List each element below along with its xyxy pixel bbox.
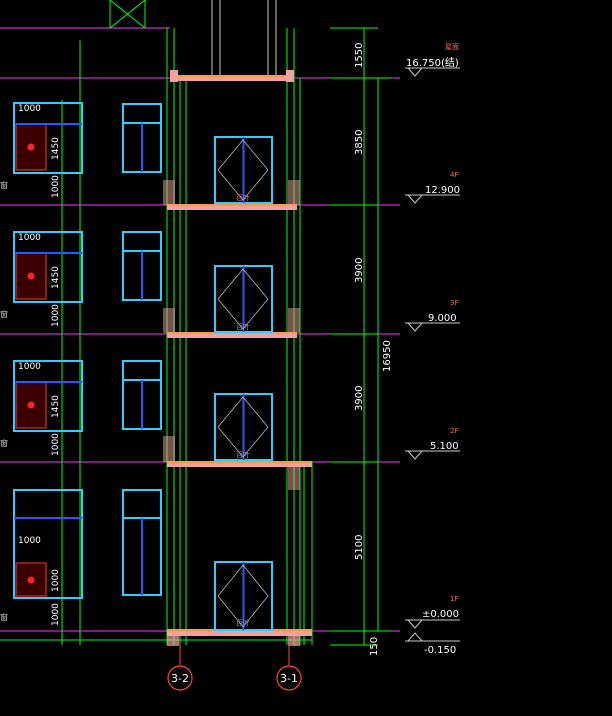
level-name: 3F xyxy=(450,299,458,307)
dim-seg-4f: 3850 xyxy=(354,130,365,155)
window-width-label: 1000 xyxy=(18,536,41,546)
window-height-label: 1450 xyxy=(51,266,61,289)
axis-bubbles: 3-2 3-1 xyxy=(167,645,302,691)
axis-label: 3-1 xyxy=(280,672,298,685)
door-tag: 百叶 xyxy=(236,193,250,202)
left-window-3f xyxy=(13,231,83,303)
level-marker-3f: 3F 9.000 xyxy=(405,299,460,332)
floor-slabs xyxy=(163,70,312,646)
door-4f xyxy=(214,136,273,204)
dim-seg-2f: 3900 xyxy=(354,386,365,411)
left-note: 窗 xyxy=(0,438,8,448)
dimension-lines xyxy=(330,27,392,646)
level-marker-1f: 1F ±0.000 -0.150 xyxy=(405,595,460,656)
wall-outlines xyxy=(0,0,313,645)
level-elevation: -0.150 xyxy=(424,645,456,656)
level-marker-roof: 屋面 16.750(结) xyxy=(405,43,460,77)
door-tag: 百叶 xyxy=(236,618,250,627)
window-width-label: 1000 xyxy=(18,362,41,372)
doors xyxy=(214,136,273,631)
window-width-label: 1000 xyxy=(18,233,41,243)
axis-label: 3-2 xyxy=(171,672,189,685)
door-1f xyxy=(214,561,273,631)
dim-seg-base: 150 xyxy=(369,637,380,656)
level-name: 2F xyxy=(450,427,458,435)
middle-windows xyxy=(122,103,162,596)
window-sill-label: 1000 xyxy=(51,603,61,626)
dimension-labels: 1550 3850 3900 3900 5100 150 16950 xyxy=(354,43,393,656)
axis-bubble xyxy=(276,665,302,691)
level-name: 1F xyxy=(450,595,458,603)
dim-seg-3f: 3900 xyxy=(354,258,365,283)
left-window-2f xyxy=(13,360,83,432)
left-note: 窗 xyxy=(0,180,8,190)
door-tag: 百叶 xyxy=(236,322,250,331)
door-tag: 百叶 xyxy=(236,450,250,459)
door-tags: 百叶 百叶 百叶 百叶 xyxy=(236,193,250,627)
chimney-stacks xyxy=(211,0,277,76)
left-notes: 窗 窗 窗 窗 xyxy=(0,180,8,622)
level-elevation: 16.750(结) xyxy=(406,56,459,69)
level-marker-2f: 2F 5.100 xyxy=(405,427,460,460)
dim-seg-top: 1550 xyxy=(354,43,365,68)
level-lines xyxy=(0,27,400,632)
level-marker-4f: 4F 12.900 xyxy=(405,171,460,204)
left-window-labels: 1000 1450 1000 1000 1450 1000 1000 1450 … xyxy=(18,104,61,626)
axis-bubble xyxy=(167,665,193,691)
level-elevation: 12.900 xyxy=(425,185,460,196)
window-height-label: 1000 xyxy=(51,569,61,592)
left-note: 窗 xyxy=(0,612,8,622)
level-elevation: 9.000 xyxy=(428,313,457,324)
left-window-1f xyxy=(13,489,83,599)
level-elevation: ±0.000 xyxy=(422,609,459,620)
door-2f xyxy=(214,393,273,461)
window-height-label: 1450 xyxy=(51,395,61,418)
window-sill-label: 1000 xyxy=(51,175,61,198)
left-window-4f xyxy=(13,102,83,174)
left-windows xyxy=(13,102,83,599)
window-sill-label: 1000 xyxy=(51,433,61,456)
left-note: 窗 xyxy=(0,309,8,319)
level-elevation: 5.100 xyxy=(430,441,459,452)
dim-total: 16950 xyxy=(382,340,393,372)
level-name: 4F xyxy=(450,171,458,179)
level-markers: 屋面 16.750(结) 4F 12.900 3F 9.000 2F 5.100… xyxy=(405,43,460,656)
door-3f xyxy=(214,265,273,333)
level-name: 屋面 xyxy=(445,43,459,51)
window-width-label: 1000 xyxy=(18,104,41,114)
dim-seg-1f: 5100 xyxy=(354,535,365,560)
window-height-label: 1450 xyxy=(51,137,61,160)
window-sill-label: 1000 xyxy=(51,304,61,327)
